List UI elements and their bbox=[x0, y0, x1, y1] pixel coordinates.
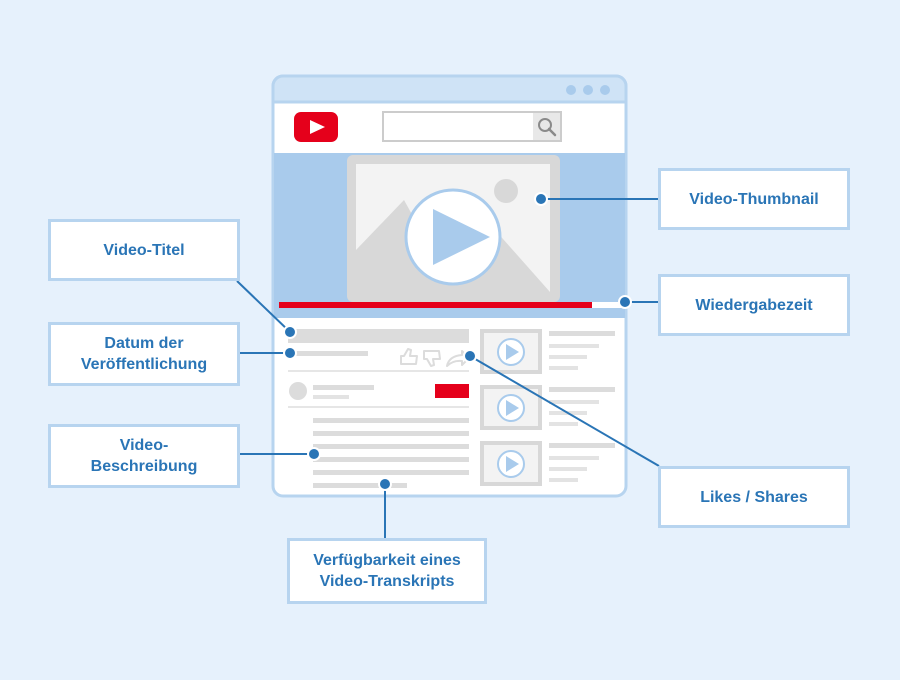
youtube-logo-icon[interactable] bbox=[294, 112, 338, 142]
connector-dots bbox=[283, 192, 632, 491]
label-video-description: Video- Beschreibung bbox=[48, 424, 240, 488]
label-playback-time: Wiedergabezeit bbox=[658, 274, 850, 336]
date-placeholder bbox=[288, 351, 368, 356]
related-videos bbox=[480, 329, 615, 486]
window-dot-icon bbox=[600, 85, 610, 95]
progress-bar[interactable] bbox=[279, 302, 625, 308]
label-publish-date: Datum der Veröffentlichung bbox=[48, 322, 240, 386]
subscribe-button[interactable] bbox=[435, 384, 469, 398]
video-info-column bbox=[288, 329, 470, 488]
label-transcript: Verfügbarkeit eines Video-Transkripts bbox=[287, 538, 487, 604]
label-likes-shares: Likes / Shares bbox=[658, 466, 850, 528]
play-icon[interactable] bbox=[404, 188, 502, 286]
thumbs-down-icon[interactable] bbox=[423, 350, 441, 367]
related-video-item[interactable] bbox=[480, 329, 615, 374]
video-player[interactable] bbox=[274, 153, 625, 318]
related-video-item[interactable] bbox=[480, 441, 615, 486]
window-dot-icon bbox=[566, 85, 576, 95]
channel-avatar[interactable] bbox=[289, 382, 307, 400]
label-video-title: Video-Titel bbox=[48, 219, 240, 281]
window-dot-icon bbox=[583, 85, 593, 95]
label-video-thumbnail: Video-Thumbnail bbox=[658, 168, 850, 230]
search-icon[interactable] bbox=[538, 118, 557, 137]
title-placeholder bbox=[288, 329, 469, 343]
description-lines bbox=[313, 418, 469, 488]
thumbs-up-icon[interactable] bbox=[400, 348, 418, 365]
connector-lines bbox=[236, 198, 660, 538]
search-bar[interactable] bbox=[382, 111, 562, 142]
